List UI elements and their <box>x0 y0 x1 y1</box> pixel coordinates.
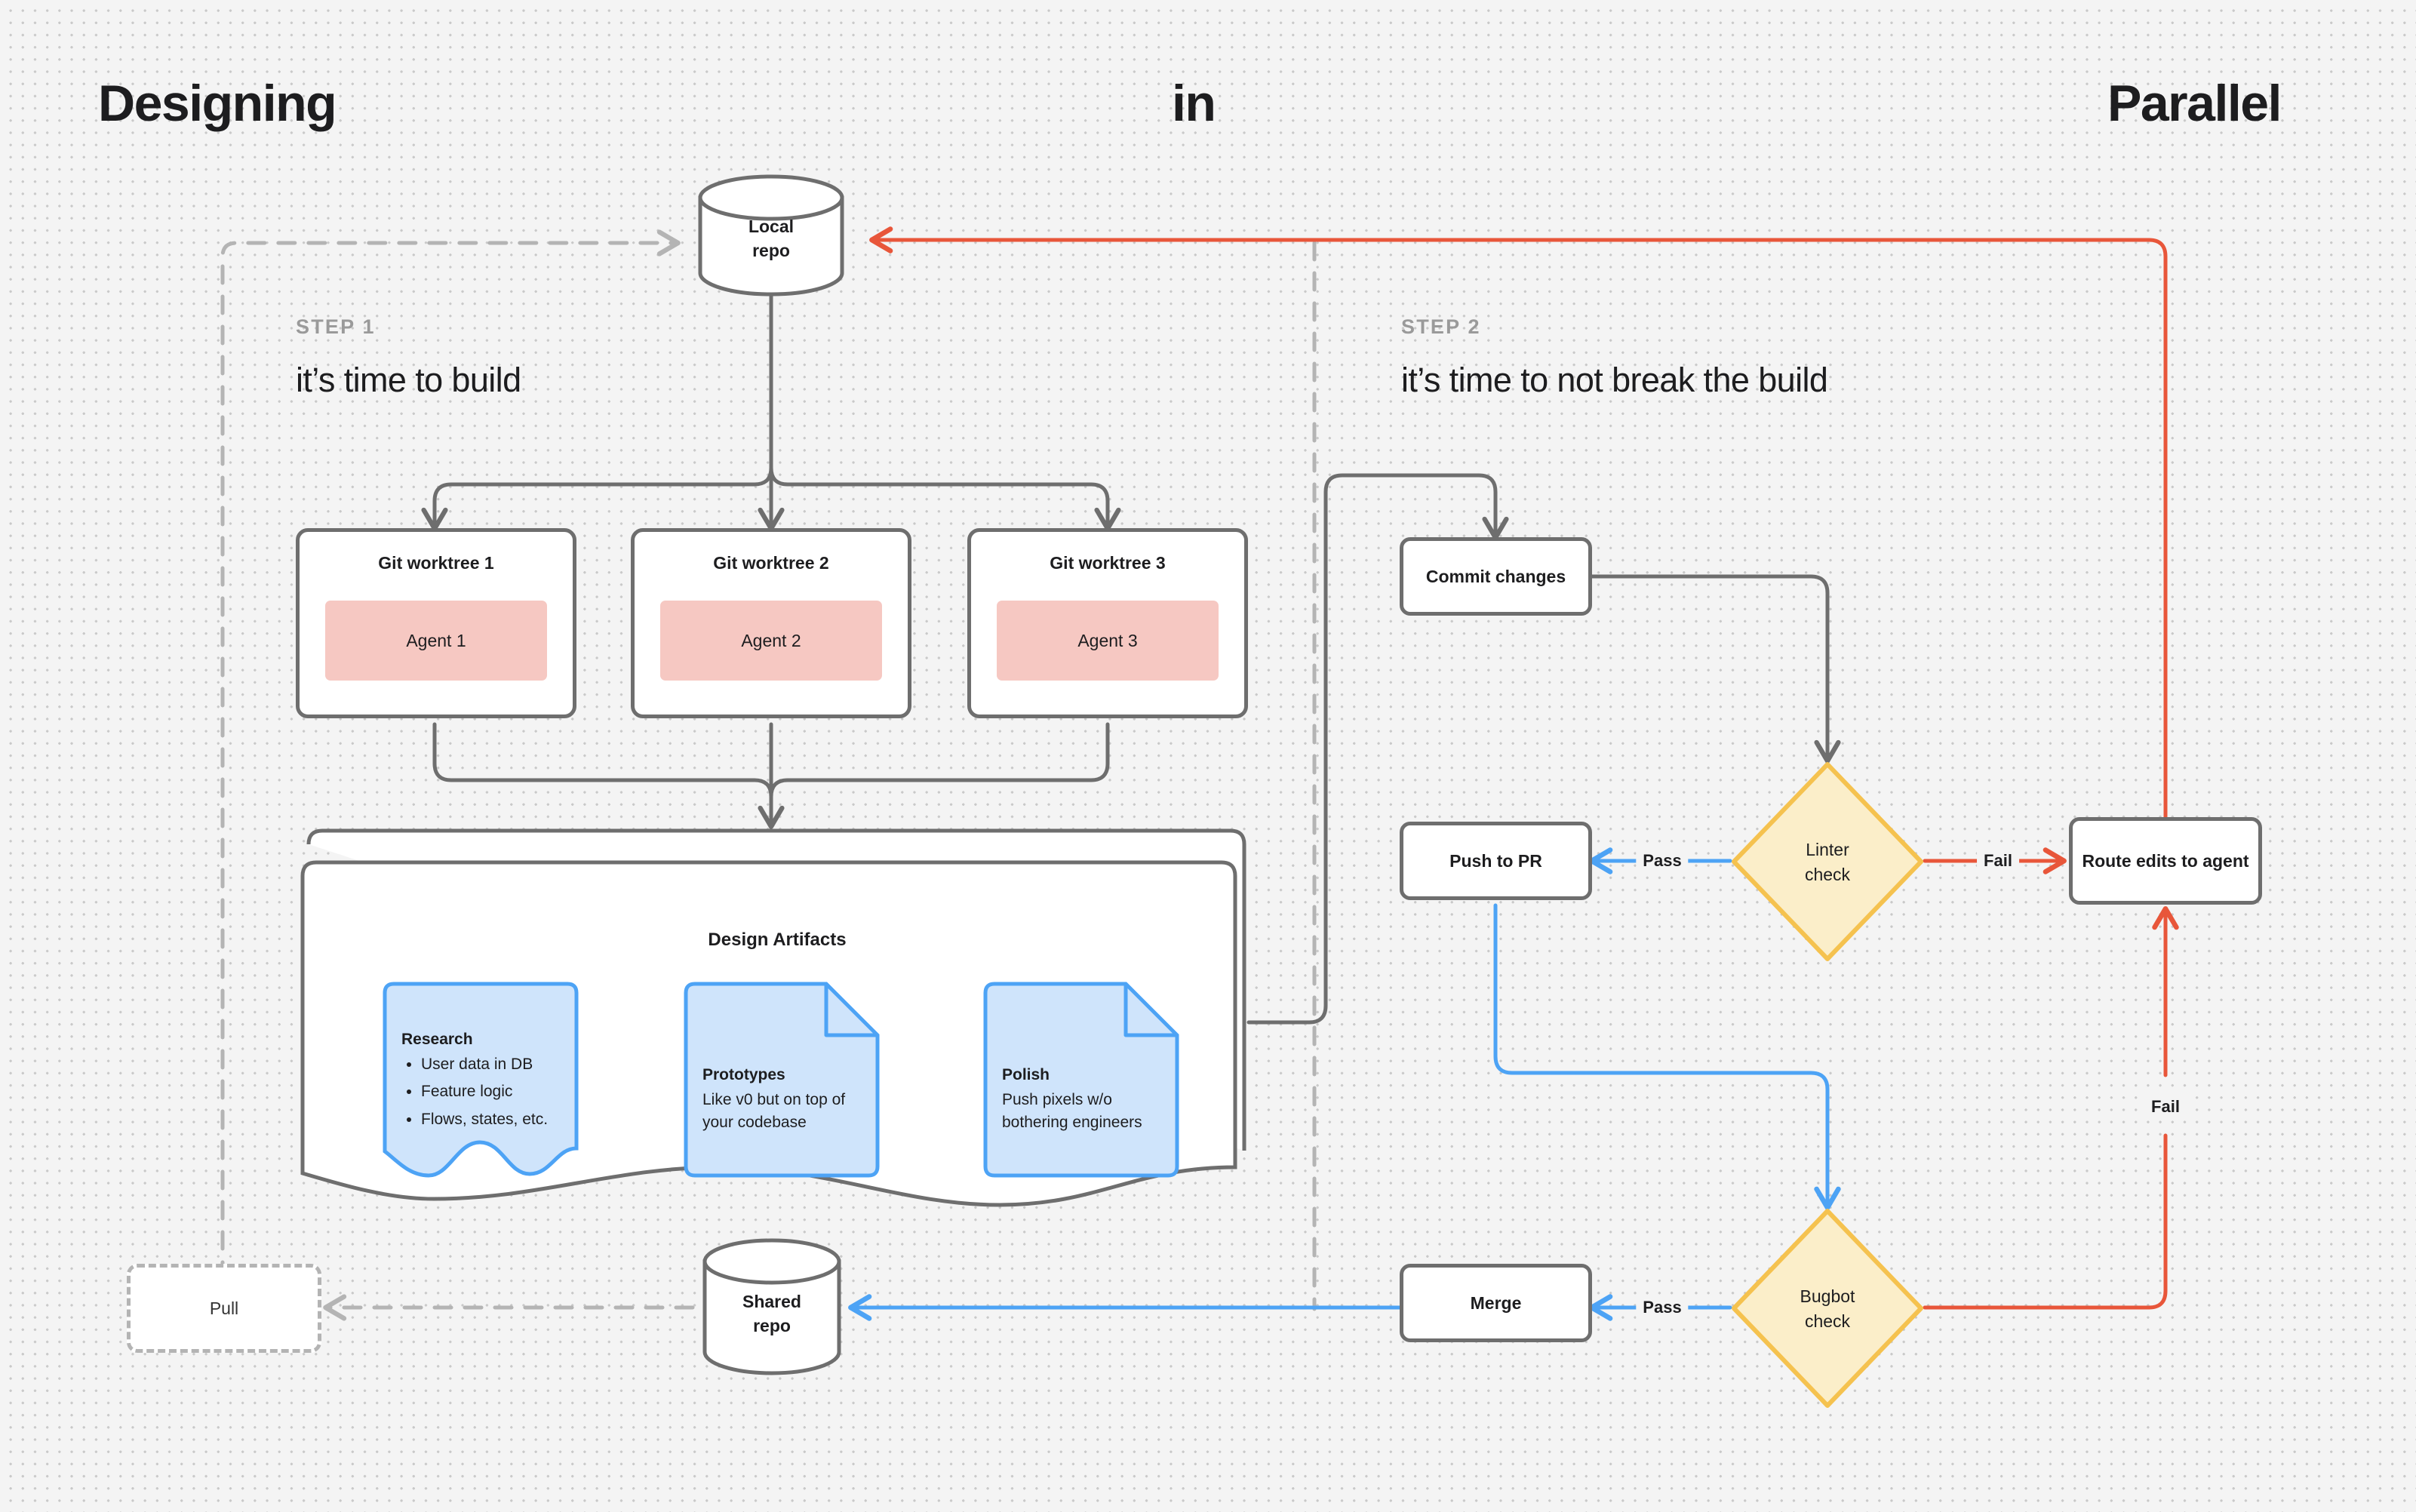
wire-fanout-right <box>769 466 1121 531</box>
edge-label-bugbot-fail: Fail <box>2144 1096 2187 1118</box>
shared-repo-label-line1: Shared <box>742 1292 801 1311</box>
node-merge[interactable]: Merge <box>1400 1264 1592 1342</box>
prototypes-heading: Prototypes <box>702 1066 785 1083</box>
push-to-pr-label: Push to PR <box>1449 850 1542 871</box>
prototypes-body: Like v0 but on top of your codebase <box>702 1091 846 1132</box>
step-1-kicker: STEP 1 <box>296 315 376 338</box>
artifact-card-prototypes[interactable]: Prototypes Like v0 but on top of your co… <box>683 981 881 1179</box>
node-shared-repo[interactable]: Shared repo <box>700 1237 844 1379</box>
merge-label: Merge <box>1470 1292 1522 1313</box>
wire-worktree1-down <box>432 722 785 829</box>
local-repo-label-line2: repo <box>752 240 790 260</box>
route-edits-label: Route edits to agent <box>2082 850 2249 871</box>
node-git-worktree-3[interactable]: Git worktree 3 Agent 3 <box>967 528 1248 718</box>
wire-artifacts-to-commit <box>1246 473 1509 1025</box>
polish-fold-corner <box>1123 984 1177 1037</box>
design-artifacts-title: Design Artifacts <box>708 930 847 950</box>
research-heading: Research <box>401 1031 473 1048</box>
step-2-kicker: STEP 2 <box>1401 315 1481 338</box>
artifact-card-polish[interactable]: Polish Push pixels w/o bothering enginee… <box>982 981 1180 1179</box>
node-route-edits-to-agent[interactable]: Route edits to agent <box>2069 817 2262 905</box>
node-design-artifacts[interactable]: Design Artifacts Research User data in D… <box>298 826 1256 1209</box>
node-commit-changes[interactable]: Commit changes <box>1400 537 1592 616</box>
wire-route-to-localrepo <box>869 226 2168 819</box>
linter-check-label-line1: Linter <box>1806 840 1849 859</box>
wire-worktree3-down <box>769 722 1110 828</box>
agent-2-label: Agent 2 <box>741 630 801 650</box>
git-worktree-2-title: Git worktree 2 <box>713 553 829 573</box>
agent-1-box[interactable]: Agent 1 <box>325 601 547 681</box>
artifact-card-research[interactable]: Research User data in DB Feature logic F… <box>382 981 579 1179</box>
page-title-left: Designing <box>98 75 337 132</box>
page-title-right: Parallel <box>2107 75 2282 132</box>
git-worktree-1-title: Git worktree 1 <box>378 553 494 573</box>
agent-2-box[interactable]: Agent 2 <box>660 601 882 681</box>
agent-1-label: Agent 1 <box>406 630 466 650</box>
research-bullets: User data in DB Feature logic Flows, sta… <box>401 1053 567 1131</box>
page-title-center: in <box>1172 75 1216 132</box>
linter-check-label-line2: check <box>1804 865 1851 885</box>
edge-label-linter-fail: Fail <box>1977 850 2019 872</box>
research-bullet-3: Flows, states, etc. <box>421 1108 567 1131</box>
edge-label-linter-pass: Pass <box>1636 850 1689 872</box>
wire-bugbot-fail-lower <box>1923 1133 2168 1310</box>
shared-repo-label-line2: repo <box>753 1315 791 1335</box>
wire-commit-to-linter <box>1590 574 1841 764</box>
step-1-heading: it’s time to build <box>296 361 521 399</box>
node-local-repo[interactable]: Local repo <box>696 174 847 297</box>
wire-fanout-left <box>435 466 773 528</box>
commit-changes-label: Commit changes <box>1425 566 1566 586</box>
wire-pushpr-to-bugbot <box>1493 903 1841 1210</box>
node-linter-check[interactable]: Linter check <box>1730 761 1925 963</box>
git-worktree-3-title: Git worktree 3 <box>1050 553 1166 573</box>
polish-body: Push pixels w/o bothering engineers <box>1002 1091 1142 1132</box>
node-git-worktree-1[interactable]: Git worktree 1 Agent 1 <box>296 528 576 718</box>
node-git-worktree-2[interactable]: Git worktree 2 Agent 2 <box>631 528 911 718</box>
edge-label-bugbot-pass: Pass <box>1636 1296 1689 1319</box>
wire-pull-to-local-repo <box>220 229 681 1281</box>
node-bugbot-check[interactable]: Bugbot check <box>1730 1207 1925 1409</box>
polish-heading: Polish <box>1002 1066 1050 1083</box>
prototypes-fold-corner <box>824 984 878 1037</box>
research-bullet-1: User data in DB <box>421 1053 567 1076</box>
research-bullet-2: Feature logic <box>421 1080 567 1103</box>
node-push-to-pr[interactable]: Push to PR <box>1400 822 1592 900</box>
agent-3-box[interactable]: Agent 3 <box>997 601 1219 681</box>
local-repo-label-line1: Local <box>748 217 795 236</box>
bugbot-check-label-line2: check <box>1804 1311 1851 1332</box>
agent-3-label: Agent 3 <box>1077 630 1138 650</box>
step-2-heading: it’s time to not break the build <box>1401 361 1828 399</box>
bugbot-check-label-line1: Bugbot <box>1800 1286 1855 1306</box>
node-pull[interactable]: Pull <box>127 1264 321 1353</box>
pull-label: Pull <box>209 1298 239 1318</box>
